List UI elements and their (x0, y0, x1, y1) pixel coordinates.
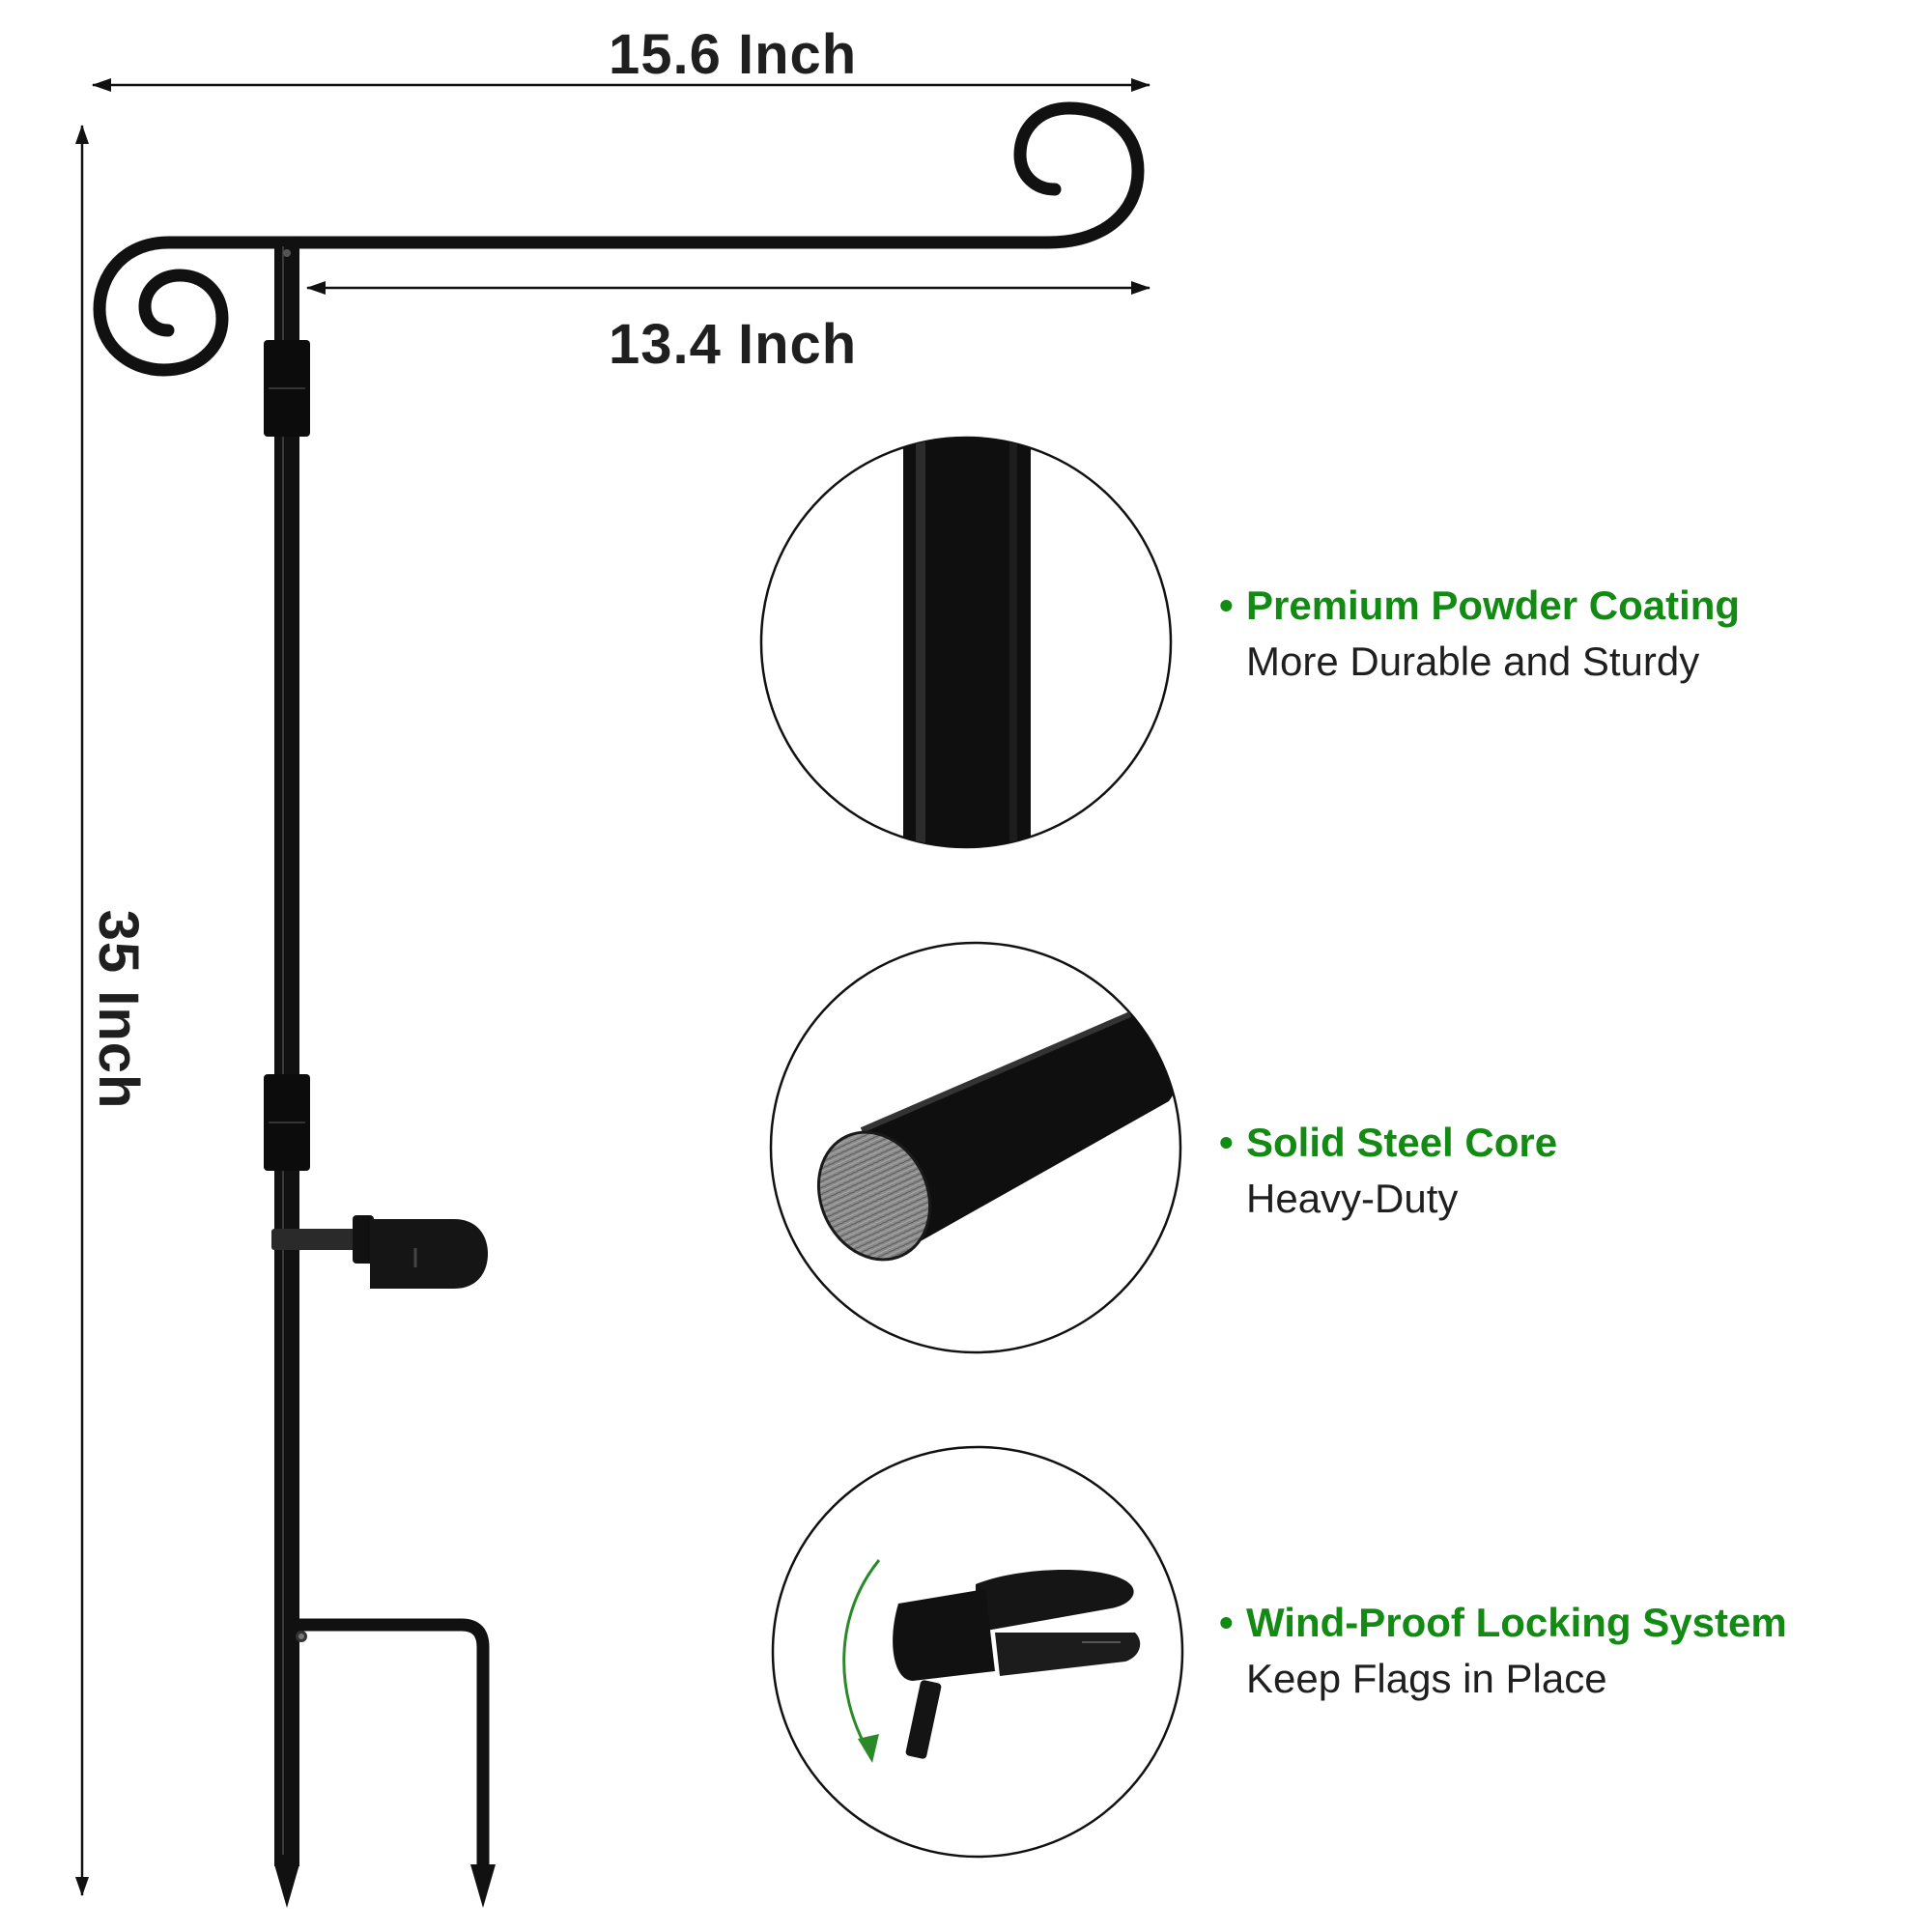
bullet-icon: • (1219, 1120, 1234, 1165)
feature-title: Premium Powder Coating (1246, 582, 1741, 628)
feature-title: Solid Steel Core (1246, 1120, 1558, 1165)
pole-closeup-icon (759, 436, 1173, 849)
feature-title: Wind-Proof Locking System (1246, 1600, 1787, 1645)
bullet-icon: • (1219, 582, 1234, 628)
pole-clip-strap (271, 1229, 358, 1250)
feature-description: More Durable and Sturdy (1246, 639, 1700, 685)
ground-stake (299, 1618, 490, 1866)
feature-locking-system: • Wind-Proof Locking System Keep Flags in… (1219, 1599, 1915, 1706)
clip-lock-icon (771, 1445, 1184, 1859)
pole-clip (370, 1219, 488, 1289)
pole-spike-left (274, 1864, 299, 1908)
feature-description: Heavy-Duty (1246, 1176, 1459, 1222)
flag-stand (93, 101, 1145, 1908)
dimension-height-label: 35 Inch (87, 909, 150, 1110)
dimension-width-label: 15.6 Inch (609, 23, 858, 86)
rotation-arrow (842, 1559, 881, 1754)
main-pole (274, 243, 299, 1866)
feature-powder-coating: • Premium Powder Coating More Durable and… (1219, 582, 1915, 689)
dimension-arm-label: 13.4 Inch (609, 313, 858, 376)
rod-cross-section-icon (769, 941, 1182, 1354)
left-scroll (93, 236, 297, 377)
top-arm (283, 101, 1145, 249)
feature-steel-core: • Solid Steel Core Heavy-Duty (1219, 1119, 1915, 1226)
bullet-icon: • (1219, 1600, 1234, 1645)
feature-description: Keep Flags in Place (1246, 1656, 1607, 1702)
